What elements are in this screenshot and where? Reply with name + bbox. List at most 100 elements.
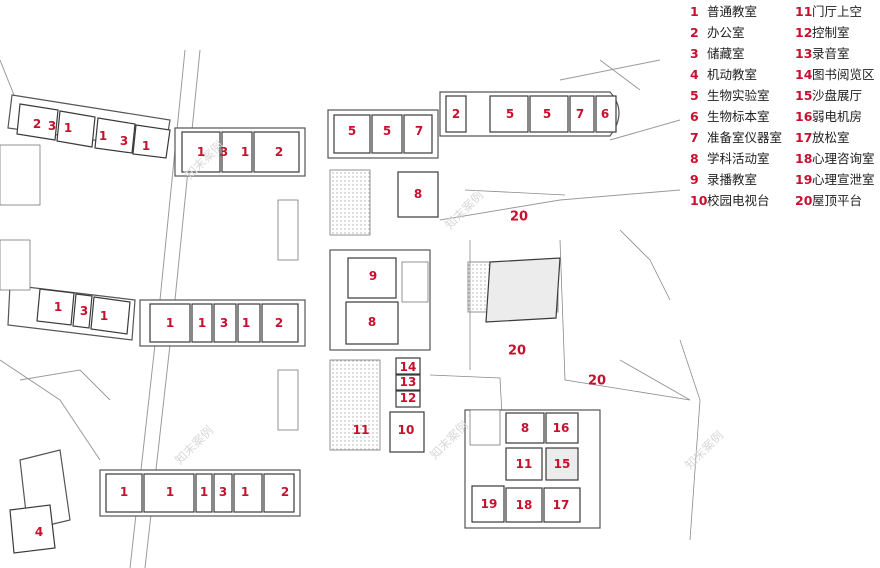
- room-label: 3: [219, 485, 227, 499]
- legend-number: 1: [690, 4, 699, 19]
- room-label: 5: [383, 124, 391, 138]
- room-label: 19: [481, 497, 498, 511]
- legend-item: 1 普通教室: [690, 2, 757, 22]
- classroom-row-3: [9, 449, 301, 554]
- room-label: 9: [369, 269, 377, 283]
- legend-number: 4: [690, 67, 699, 82]
- legend-item: 15沙盘展厅: [795, 86, 862, 106]
- room-labels: 2 3 1 1 3 1 1 3 1 2 5 5 7 2 5 5 7 6 8 20…: [33, 107, 609, 539]
- legend-item: 10校园电视台: [690, 191, 770, 211]
- legend-item: 12控制室: [795, 23, 850, 43]
- legend-number: 18: [795, 151, 813, 166]
- room-label: 1: [197, 145, 205, 159]
- legend-item: 7 准备室仪器室: [690, 128, 782, 148]
- legend-label: 心理宣泄室: [812, 172, 875, 187]
- room-label: 2: [33, 117, 41, 131]
- room-label: 8: [521, 421, 529, 435]
- legend-label: 储藏室: [707, 46, 745, 61]
- watermark-text: 知末案例: [682, 428, 727, 473]
- room-label: 5: [348, 124, 356, 138]
- legend-label: 准备室仪器室: [707, 130, 783, 145]
- legend-item: 9 录播教室: [690, 170, 757, 190]
- legend-label: 机动教室: [707, 67, 758, 82]
- legend-label: 控制室: [812, 25, 850, 40]
- north-lab-block: [327, 109, 439, 159]
- legend-label: 沙盘展厅: [812, 88, 863, 103]
- room-label: 20: [588, 374, 606, 389]
- legend-item: 18心理咨询室: [795, 149, 875, 169]
- legend-label: 校园电视台: [707, 193, 770, 208]
- watermark-text: 知末案例: [172, 423, 217, 468]
- room-label: 1: [99, 129, 107, 143]
- legend-label: 办公室: [707, 25, 745, 40]
- legend-label: 屋顶平台: [812, 193, 863, 208]
- room-label: 3: [120, 134, 128, 148]
- legend-label: 生物实验室: [707, 88, 770, 103]
- west-wing-top: [0, 94, 171, 206]
- legend-label: 图书阅览区: [812, 67, 875, 82]
- room-label: 3: [48, 119, 56, 133]
- legend-number: 9: [690, 172, 699, 187]
- room-label: 17: [553, 498, 570, 512]
- legend-item: 20屋顶平台: [795, 191, 862, 211]
- legend-label: 生物标本室: [707, 109, 770, 124]
- legend-number: 10: [690, 193, 708, 208]
- northeast-lab-block: [439, 91, 620, 137]
- room-label: 1: [242, 316, 250, 330]
- room-label: 20: [510, 210, 528, 225]
- room-label: 12: [400, 391, 417, 405]
- classroom-row-2: [139, 299, 306, 431]
- room-label: 1: [198, 316, 206, 330]
- room-label: 1: [166, 485, 174, 499]
- legend-item: 11门厅上空: [795, 2, 862, 22]
- legend-item: 14图书阅览区: [795, 65, 875, 85]
- room-label: 2: [281, 485, 289, 499]
- room-label: 1: [54, 300, 62, 314]
- room-label: 1: [241, 485, 249, 499]
- legend-number: 7: [690, 130, 699, 145]
- watermark-text: 知末案例: [442, 188, 487, 233]
- room-label: 2: [275, 145, 283, 159]
- room-label: 11: [353, 423, 370, 437]
- legend-number: 15: [795, 88, 813, 103]
- legend-number: 3: [690, 46, 699, 61]
- room-label: 16: [553, 421, 570, 435]
- room-label: 15: [554, 457, 571, 471]
- legend-number: 17: [795, 130, 813, 145]
- room-label: 1: [241, 145, 249, 159]
- room-label: 5: [543, 107, 551, 121]
- legend-number: 11: [795, 4, 813, 19]
- legend-item: 4 机动教室: [690, 65, 757, 85]
- classroom-row-1: [174, 127, 306, 261]
- legend-item: 17放松室: [795, 128, 850, 148]
- room-label: 11: [516, 457, 533, 471]
- room-label: 7: [415, 124, 423, 138]
- room-label: 20: [508, 344, 526, 359]
- room-label: 2: [275, 316, 283, 330]
- legend-label: 录播教室: [707, 172, 758, 187]
- room-label: 14: [400, 360, 417, 374]
- watermark-text: 知末案例: [427, 418, 472, 463]
- legend-number: 16: [795, 109, 813, 124]
- west-wing-middle: [0, 239, 136, 341]
- room-label: 3: [220, 145, 228, 159]
- legend-label: 门厅上空: [812, 4, 863, 19]
- room-label: 1: [64, 121, 72, 135]
- room-label: 1: [142, 139, 150, 153]
- room-label: 10: [398, 423, 415, 437]
- legend-label: 录音室: [812, 46, 850, 61]
- room-label: 2: [452, 107, 460, 121]
- legend-number: 20: [795, 193, 813, 208]
- room-label: 3: [80, 304, 88, 318]
- room-label: 1: [200, 485, 208, 499]
- room-label: 4: [35, 525, 43, 539]
- room-label: 1: [166, 316, 174, 330]
- central-block: [329, 169, 691, 471]
- legend-item: 13录音室: [795, 44, 850, 64]
- room-label: 5: [506, 107, 514, 121]
- legend-label: 普通教室: [707, 4, 758, 19]
